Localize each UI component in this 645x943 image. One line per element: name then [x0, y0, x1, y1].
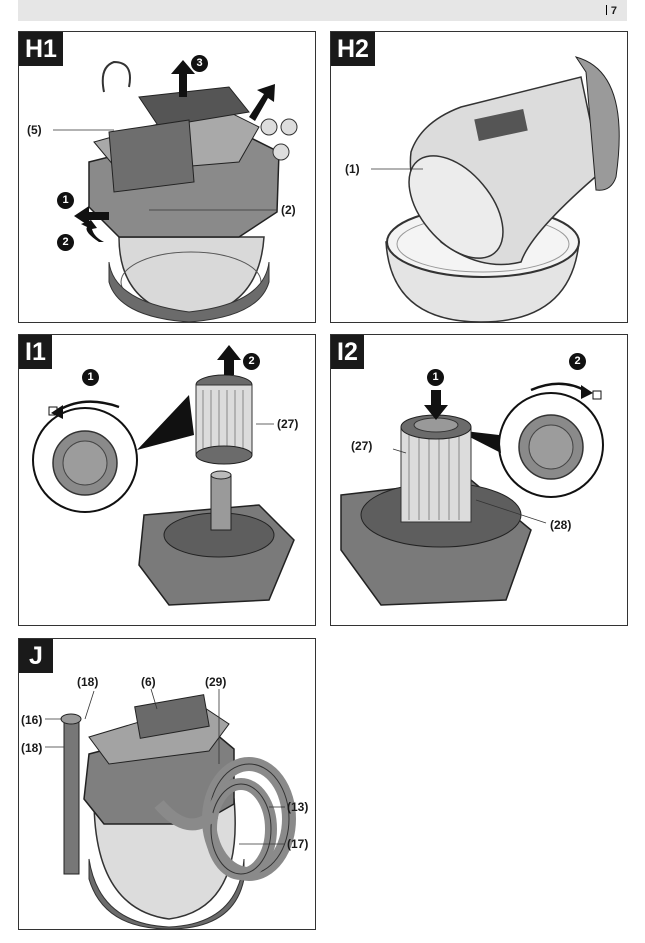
- figure-badge: I2: [331, 335, 364, 369]
- step-2-marker: 2: [57, 234, 74, 251]
- figure-i2: I2 (27) (28) 1 2: [330, 334, 628, 626]
- callout-29: (29): [205, 675, 227, 689]
- step-1-marker: 1: [82, 369, 99, 386]
- callout-16: (16): [21, 713, 43, 727]
- figure-badge: I1: [19, 335, 52, 369]
- figure-badge: H1: [19, 32, 63, 66]
- callout-6: (6): [141, 675, 156, 689]
- step-3-marker: 3: [191, 55, 208, 72]
- step-2-marker: 2: [569, 353, 586, 370]
- figure-j: J (18) (6) (29) (16) (18) (13) (17): [18, 638, 316, 930]
- vacuum-lid-removal-illustration: [53, 60, 298, 322]
- vacuum-storage-illustration: [45, 688, 296, 929]
- step-1-marker: 1: [427, 369, 444, 386]
- filter-removal-illustration: [371, 56, 620, 322]
- cartridge-filter-unlock-illustration: [32, 345, 295, 606]
- page-number: 7: [605, 5, 617, 17]
- callout-2: (2): [281, 203, 296, 217]
- callout-28: (28): [550, 518, 572, 532]
- figure-badge: J: [19, 639, 53, 673]
- callout-18-side: (18): [21, 741, 43, 755]
- header-bar: 7: [18, 0, 627, 21]
- step-2-marker: 2: [243, 353, 260, 370]
- callout-18-top: (18): [77, 675, 99, 689]
- callout-27: (27): [277, 417, 299, 431]
- figure-h1: H1 (5) (2) 1 2 3: [18, 31, 316, 323]
- callout-1: (1): [345, 162, 360, 176]
- cartridge-filter-install-illustration: [340, 382, 604, 606]
- figure-i1: I1 (27) 1 2: [18, 334, 316, 626]
- callout-17: (17): [287, 837, 309, 851]
- figure-badge: H2: [331, 32, 375, 66]
- figure-h2: H2 (1): [330, 31, 628, 323]
- callout-5: (5): [27, 123, 42, 137]
- callout-13: (13): [287, 800, 309, 814]
- step-1-marker: 1: [57, 192, 74, 209]
- callout-27: (27): [351, 439, 373, 453]
